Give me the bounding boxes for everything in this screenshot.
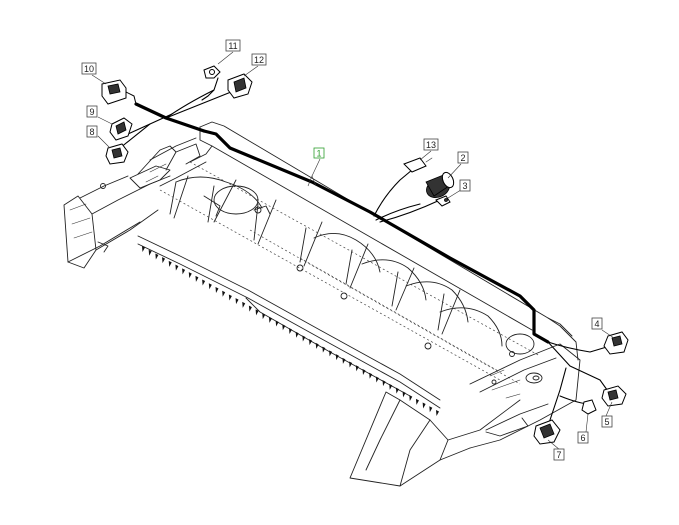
knife-tooth bbox=[395, 387, 399, 394]
callout-4: 4 bbox=[591, 317, 603, 330]
callout-1: 1 bbox=[313, 147, 325, 159]
knife-tooth bbox=[369, 372, 373, 379]
callout-11: 11 bbox=[225, 39, 241, 52]
knife-tooth bbox=[155, 253, 159, 260]
knife-tooth bbox=[329, 350, 333, 357]
svg-text:4: 4 bbox=[594, 319, 599, 329]
knife-tooth bbox=[148, 249, 152, 256]
leader-lines bbox=[91, 51, 615, 451]
connector-4 bbox=[603, 331, 629, 355]
svg-text:11: 11 bbox=[228, 41, 237, 51]
knife-tooth bbox=[375, 376, 379, 383]
knife-tooth bbox=[235, 298, 239, 305]
connector-12 bbox=[227, 73, 253, 99]
left-bracket-hardware bbox=[97, 143, 271, 253]
callout-7: 7 bbox=[553, 448, 565, 461]
knife-tooth bbox=[322, 346, 326, 353]
svg-text:2: 2 bbox=[460, 153, 465, 163]
svg-text:13: 13 bbox=[426, 140, 436, 150]
main-wiring-harness bbox=[119, 77, 611, 427]
knife-tooth bbox=[342, 357, 346, 364]
callout-10: 10 bbox=[81, 62, 97, 75]
knife-tooth bbox=[349, 361, 353, 368]
header-lower-front bbox=[349, 343, 581, 487]
knife-tooth bbox=[202, 279, 206, 286]
header-left-end-panel bbox=[63, 175, 171, 269]
svg-text:3: 3 bbox=[462, 181, 467, 191]
knife-tooth bbox=[215, 287, 219, 293]
knife-tooth bbox=[289, 328, 292, 334]
connector-6 bbox=[581, 399, 597, 415]
cutter-bar bbox=[137, 235, 441, 416]
knife-tooth bbox=[282, 324, 286, 331]
knife-tooth bbox=[228, 294, 232, 301]
knife-tooth bbox=[275, 320, 279, 327]
knife-tooth bbox=[415, 398, 419, 405]
connector-13 bbox=[403, 157, 433, 173]
knife-tooth bbox=[436, 410, 439, 416]
knife-tooth bbox=[195, 275, 199, 282]
knife-tooth bbox=[315, 342, 319, 349]
knife-tooth bbox=[422, 402, 426, 409]
knife-tooth bbox=[429, 406, 433, 413]
callout-2: 2 bbox=[457, 151, 469, 164]
knife-tooth bbox=[382, 380, 386, 387]
knife-tooth bbox=[208, 283, 212, 290]
knife-tooth bbox=[309, 339, 313, 346]
svg-text:8: 8 bbox=[89, 127, 94, 137]
connector-9 bbox=[109, 117, 133, 141]
svg-text:7: 7 bbox=[556, 450, 561, 460]
svg-text:5: 5 bbox=[604, 417, 609, 427]
knife-tooth bbox=[248, 305, 252, 312]
knife-tooth bbox=[182, 268, 186, 275]
knife-tooth bbox=[362, 369, 366, 375]
knife-tooth bbox=[175, 264, 179, 271]
callout-5: 5 bbox=[601, 415, 613, 428]
knife-teeth bbox=[142, 246, 439, 416]
callout-3: 3 bbox=[459, 179, 471, 192]
callout-6: 6 bbox=[577, 431, 589, 444]
knife-tooth bbox=[242, 301, 246, 308]
knife-tooth bbox=[142, 246, 145, 252]
knife-tooth bbox=[162, 257, 166, 264]
svg-text:12: 12 bbox=[254, 55, 264, 65]
connector-2-round-plug bbox=[425, 171, 455, 199]
knife-tooth bbox=[355, 365, 359, 372]
knife-tooth bbox=[402, 391, 406, 398]
knife-tooth bbox=[335, 354, 339, 361]
connector-8 bbox=[105, 143, 129, 165]
svg-text:9: 9 bbox=[89, 107, 94, 117]
callout-13: 13 bbox=[423, 138, 439, 151]
cross-auger bbox=[159, 161, 541, 385]
header-top-frame bbox=[149, 121, 579, 361]
connector-10 bbox=[101, 79, 137, 105]
connector-11 bbox=[203, 65, 221, 79]
knife-tooth bbox=[222, 290, 226, 297]
knife-tooth bbox=[268, 316, 272, 323]
connector-5 bbox=[601, 385, 627, 407]
knife-tooth bbox=[262, 313, 266, 320]
knife-tooth bbox=[409, 395, 413, 402]
knife-tooth bbox=[168, 260, 172, 267]
knife-tooth bbox=[188, 272, 192, 279]
connector-3 bbox=[435, 195, 451, 207]
connector-7 bbox=[533, 419, 561, 445]
svg-text:10: 10 bbox=[84, 64, 94, 74]
knife-tooth bbox=[255, 309, 259, 316]
knife-tooth bbox=[302, 335, 306, 342]
knife-tooth bbox=[389, 383, 393, 390]
svg-text:1: 1 bbox=[316, 149, 321, 159]
callout-9: 9 bbox=[86, 105, 98, 118]
knife-tooth bbox=[295, 331, 299, 338]
callout-12: 12 bbox=[251, 53, 267, 66]
svg-text:6: 6 bbox=[580, 433, 585, 443]
callout-8: 8 bbox=[86, 125, 98, 138]
